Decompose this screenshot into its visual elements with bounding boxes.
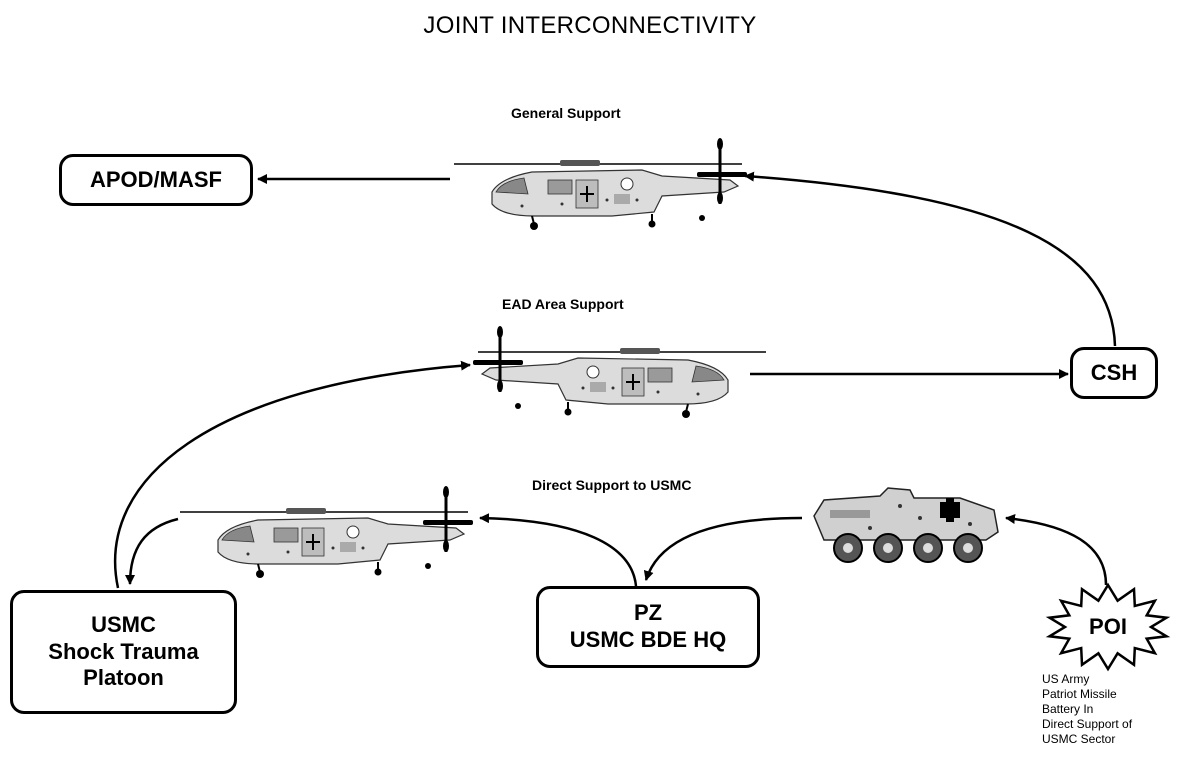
arrow-csh-to-general-heli [744, 171, 1117, 347]
node-pz-usmc-bde-hq: PZ USMC BDE HQ [536, 586, 760, 668]
node-apod-masf: APOD/MASF [59, 154, 253, 206]
node-csh-label: CSH [1090, 359, 1138, 385]
armored-vehicle-icon [813, 487, 999, 563]
node-pz-line: PZ [633, 600, 663, 626]
node-pz-line: USMC BDE HQ [569, 627, 727, 652]
arrow-usmc-to-ead-heli [113, 360, 471, 589]
starburst-icon [1045, 582, 1171, 672]
poi-note-line: Battery In [1042, 702, 1094, 716]
helicopter-icon [178, 484, 475, 580]
diagram-title: JOINT INTERCONNECTIVITY [423, 12, 757, 39]
arrow-vehicle-to-pz [643, 516, 803, 581]
arrow-heli-to-usmc [125, 517, 179, 585]
poi-note-line: Patriot Missile [1042, 687, 1117, 701]
arrow-pz-to-direct-heli [479, 513, 638, 587]
poi-note: US Army Patriot Missile Battery In Direc… [1042, 672, 1132, 747]
arrow-poi-to-vehicle [1005, 514, 1108, 586]
node-csh: CSH [1070, 347, 1158, 399]
helicopter-icon [471, 324, 768, 420]
poi-note-line: Direct Support of [1042, 717, 1133, 731]
node-usmc-line: Platoon [83, 665, 164, 691]
node-usmc-line: Shock Trauma [48, 638, 199, 664]
node-apod-label: APOD/MASF [90, 166, 222, 192]
node-poi-label: POI [1089, 614, 1127, 639]
label-direct-support: Direct Support to USMC [532, 477, 692, 493]
poi-note-line: US Army [1042, 672, 1090, 686]
label-general-support: General Support [511, 105, 621, 121]
poi-note-line: USMC Sector [1042, 732, 1116, 746]
node-usmc-shock-trauma-platoon: USMC Shock Trauma Platoon [10, 590, 237, 714]
helicopter-icon [452, 136, 749, 232]
node-usmc-line: USMC [91, 611, 156, 637]
label-ead-area-support: EAD Area Support [502, 296, 624, 312]
